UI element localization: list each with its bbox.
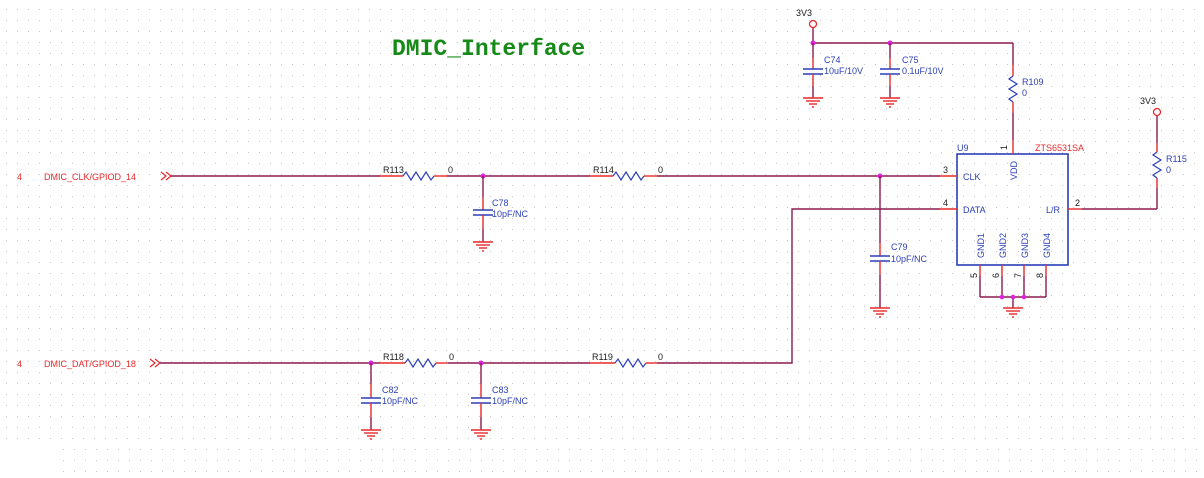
component-value: 0 <box>448 165 453 175</box>
component-value: 10pF/NC <box>492 396 529 406</box>
component-ref: R109 <box>1022 77 1044 87</box>
port-name: DMIC_DAT/GPIOD_18 <box>44 359 136 369</box>
ground-symbol-icon <box>473 241 493 252</box>
component-value: 10uF/10V <box>824 66 863 76</box>
resistor-r119[interactable]: R119 0 <box>590 352 663 369</box>
capacitor-c82[interactable]: C82 10pF/NC <box>361 363 419 430</box>
ground-symbol-icon <box>471 429 491 440</box>
ground-symbol-icon <box>870 307 890 318</box>
pin-number: 4 <box>943 198 948 208</box>
ic-part-number: ZTS6531SA <box>1035 143 1084 153</box>
component-ref: R118 <box>383 352 404 362</box>
component-value: 0 <box>658 165 663 175</box>
offpage-connector-icon <box>149 358 156 368</box>
power-label: 3V3 <box>796 8 812 18</box>
port-sheet-number: 4 <box>17 172 22 182</box>
grid-dots <box>6 9 1197 472</box>
port-dmic-dat[interactable]: 4 DMIC_DAT/GPIOD_18 <box>17 358 161 369</box>
component-ref: R115 <box>1166 154 1187 164</box>
pin-number: 3 <box>943 165 948 175</box>
resistor-r115[interactable]: R115 0 <box>1151 116 1187 188</box>
pin-name: GND4 <box>1042 233 1052 258</box>
pin-name: GND1 <box>976 233 986 258</box>
component-ref: C79 <box>891 242 908 252</box>
component-ref: R119 <box>592 352 613 362</box>
component-value: 10pF/NC <box>382 396 419 406</box>
pin-name: L/R <box>1046 205 1061 215</box>
power-port-icon <box>808 19 818 29</box>
component-value: 10pF/NC <box>891 254 928 264</box>
resistor-r118[interactable]: R118 0 <box>380 352 454 369</box>
capacitor-c75[interactable]: C75 0.1uF/10V <box>880 43 944 98</box>
ic-ref: U9 <box>957 143 969 153</box>
pin-name: GND2 <box>998 233 1008 258</box>
pin-name: DATA <box>963 205 986 215</box>
component-value: 0 <box>449 352 454 362</box>
component-value: 0.1uF/10V <box>902 66 944 76</box>
capacitor-c74[interactable]: C74 10uF/10V <box>803 43 863 98</box>
component-ref: C75 <box>902 55 919 65</box>
port-dmic-clk[interactable]: 4 DMIC_CLK/GPIOD_14 <box>17 171 172 182</box>
pin-name: CLK <box>963 172 981 182</box>
ground-symbol-icon <box>361 429 381 440</box>
component-ref: C82 <box>382 385 399 395</box>
component-value: 0 <box>1166 165 1171 175</box>
resistor-r113[interactable]: R113 0 <box>380 165 453 182</box>
pin-number: 5 <box>969 273 979 278</box>
port-sheet-number: 4 <box>17 359 22 369</box>
component-ref: C83 <box>492 385 509 395</box>
ground-symbol-icon <box>803 97 823 108</box>
offpage-connector-icon <box>160 171 167 181</box>
capacitor-c79[interactable]: C79 10pF/NC <box>870 176 928 308</box>
pin-number: 7 <box>1013 273 1023 278</box>
power-label: 3V3 <box>1140 96 1156 106</box>
pin-name: GND3 <box>1020 233 1030 258</box>
component-value: 10pF/NC <box>492 209 529 219</box>
resistor-r109[interactable]: R109 0 <box>1007 65 1044 140</box>
component-value: 0 <box>1022 88 1027 98</box>
pin-number: 6 <box>991 273 1001 278</box>
ic-ground-net[interactable] <box>979 276 1047 308</box>
component-ref: C78 <box>492 198 509 208</box>
pin-number: 1 <box>999 145 1009 150</box>
power-3v3-right[interactable]: 3V3 <box>1140 96 1162 117</box>
port-name: DMIC_CLK/GPIOD_14 <box>44 172 136 182</box>
capacitor-c78[interactable]: C78 10pF/NC <box>473 176 529 242</box>
component-ref: R113 <box>383 165 404 175</box>
ground-symbol-icon <box>1003 307 1023 318</box>
ground-symbol-icon <box>880 97 900 108</box>
pin-number: 2 <box>1075 198 1080 208</box>
component-ref: C74 <box>824 55 841 65</box>
component-value: 0 <box>658 352 663 362</box>
component-ref: R114 <box>593 165 614 175</box>
power-3v3-top[interactable]: 3V3 <box>796 8 818 43</box>
sheet-title: DMIC_Interface <box>392 36 585 62</box>
ic-u9[interactable]: U9 ZTS6531SA 1 VDD 3 CLK 4 DATA 2 L/R GN… <box>940 140 1084 278</box>
pin-name: VDD <box>1009 160 1019 180</box>
capacitor-c83[interactable]: C83 10pF/NC <box>471 363 529 430</box>
pin-number: 8 <box>1035 273 1045 278</box>
power-port-icon <box>1152 107 1162 117</box>
data-net-route[interactable] <box>657 208 940 364</box>
resistor-r114[interactable]: R114 0 <box>590 165 663 182</box>
